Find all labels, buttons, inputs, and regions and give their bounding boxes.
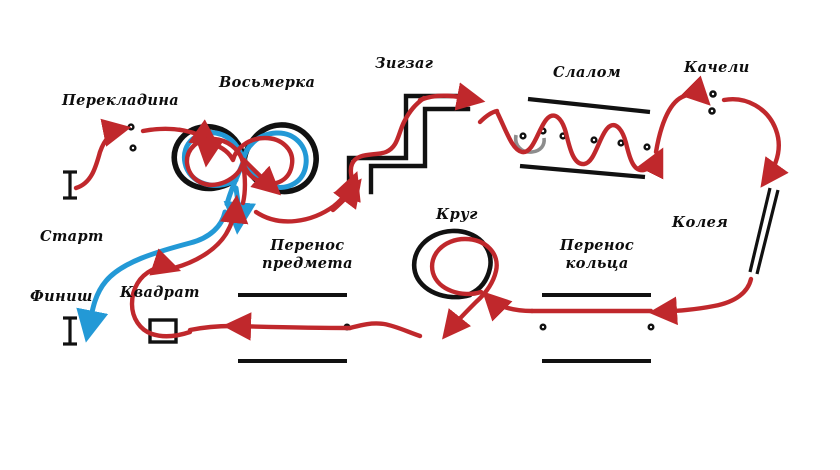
red-route-krug	[429, 236, 499, 340]
blue-route-figure-eight	[181, 130, 309, 207]
kvadrat-icon	[148, 318, 178, 344]
vosmerka-figure-eight-icon	[171, 122, 319, 195]
label-vosmerka: Восьмерка	[219, 74, 316, 91]
slalom-hook-icon	[513, 134, 546, 154]
label-zigzag: Зигзаг	[375, 55, 434, 72]
label-kacheli: Качели	[684, 59, 750, 76]
red-route-koltsa-to-krug	[482, 291, 535, 322]
red-route-kacheli-to-koleya	[721, 97, 789, 188]
red-route-figure-eight	[184, 135, 295, 206]
label-perekladina: Перекладина	[62, 92, 180, 109]
red-route-kvadrat-to-eight	[171, 194, 249, 271]
blue-route-layer	[76, 130, 309, 343]
red-route-vosmerka-exit	[241, 157, 282, 196]
red-route-zigzag-to-slalom	[417, 82, 486, 111]
perenos-koltsa-rails-icon	[542, 293, 651, 363]
label-finish: Финиш	[30, 288, 93, 305]
perenos-predmeta-rails-icon	[238, 293, 347, 363]
label-koleya: Колея	[672, 214, 729, 231]
red-route-layer	[73, 75, 789, 341]
label-krug: Круг	[436, 206, 478, 223]
red-route-predmeta-to-kvadrat	[187, 323, 235, 333]
red-route-zigzag	[348, 95, 427, 203]
red-route-slalom	[494, 109, 664, 180]
red-route-kvadrat	[129, 248, 193, 339]
red-route-perenos-predmeta-lane	[222, 312, 353, 341]
red-route-slalom-entry	[477, 108, 500, 125]
perekladina-cone-icon	[127, 123, 137, 152]
zigzag-icon	[346, 93, 471, 195]
kacheli-cone-icon	[708, 90, 717, 115]
red-route-koleya-to-koltsa	[648, 276, 754, 326]
label-slalom: Слалом	[553, 64, 622, 81]
blue-route-to-finish	[76, 209, 228, 343]
krug-icon	[411, 228, 493, 300]
label-kvadrat: Квадрат	[120, 284, 200, 301]
slalom-rails-icon	[519, 96, 651, 180]
finish-bar-icon	[63, 316, 77, 346]
red-route-upper-loop-arrow	[195, 131, 224, 168]
red-route-slalom-to-kacheli	[653, 75, 711, 155]
start-bar-icon	[63, 170, 77, 200]
label-start: Старт	[40, 228, 104, 245]
red-route-krug-to-predmeta	[347, 321, 423, 339]
red-route-start-to-perekladina	[73, 118, 132, 191]
perenos-koltsa-cone-icon	[539, 323, 655, 331]
koleya-icon	[748, 187, 780, 275]
